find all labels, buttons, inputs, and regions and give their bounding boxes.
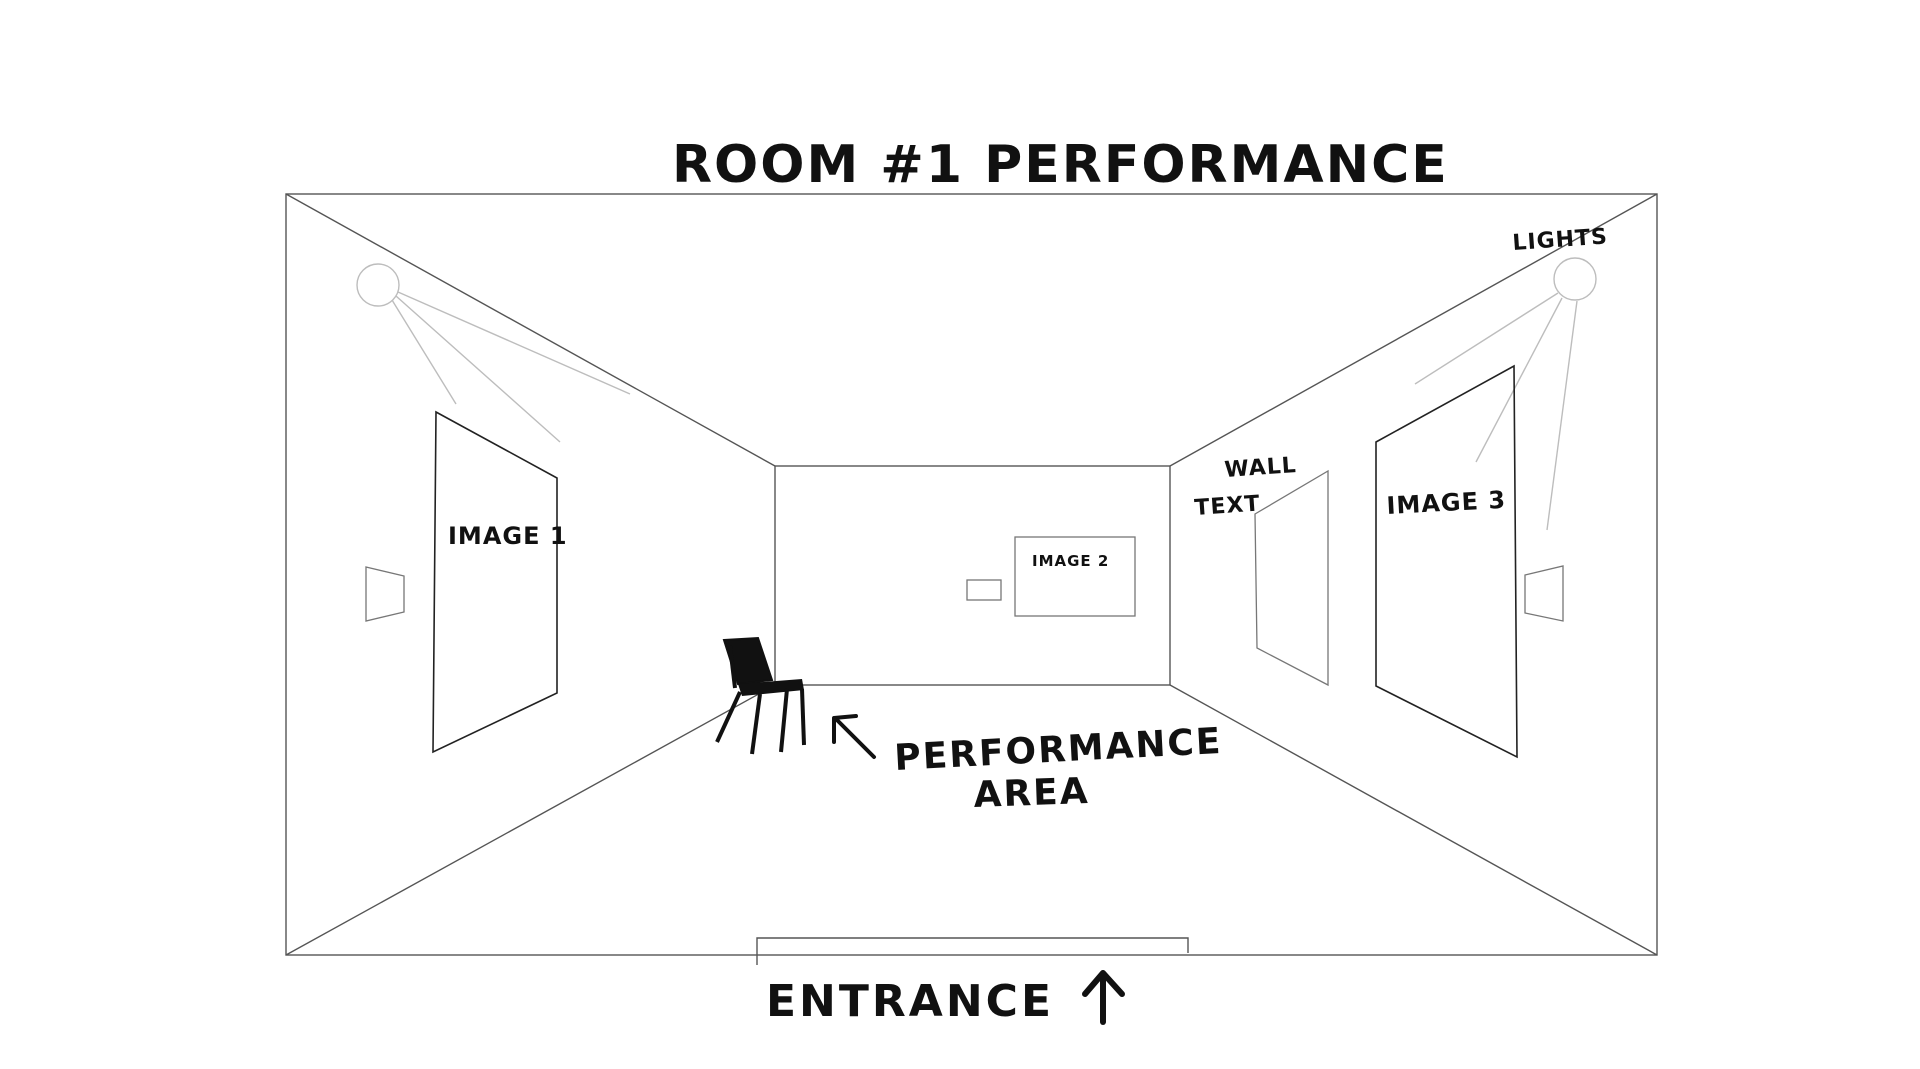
floor-edge-left xyxy=(285,684,776,956)
image2-frame xyxy=(1014,536,1136,617)
image1-label: IMAGE 1 xyxy=(448,522,568,550)
image2-wall-text xyxy=(966,579,1002,601)
wall-text-label-line2: TEXT xyxy=(1194,491,1262,521)
ceiling-edge-right xyxy=(1169,193,1658,467)
entrance-label: ENTRANCE xyxy=(766,976,1054,1027)
diagram-title: ROOM #1 PERFORMANCE xyxy=(672,135,1449,195)
lights-label: LIGHTS xyxy=(1512,224,1609,256)
performance-area-label-line2: AREA xyxy=(973,771,1090,816)
light-left-icon xyxy=(356,263,400,307)
image3-frame xyxy=(1375,364,1518,759)
light-right-icon xyxy=(1553,257,1597,301)
entrance-door xyxy=(756,937,1189,965)
light-left xyxy=(356,263,631,443)
image3-label: IMAGE 3 xyxy=(1386,486,1507,520)
back-wall xyxy=(774,465,1171,686)
performance-area-label-line1: PERFORMANCE xyxy=(893,721,1223,779)
performance-arrow-icon xyxy=(832,714,876,759)
wall-text-label-line1: WALL xyxy=(1224,453,1298,483)
ceiling-edge-left xyxy=(285,193,776,467)
wall-text-plaque-right xyxy=(1524,565,1564,622)
chair-icon xyxy=(715,636,806,755)
outer-room-frame xyxy=(285,193,1658,956)
image1-frame xyxy=(432,410,558,754)
light-right xyxy=(1414,257,1597,531)
wall-text-plaque-left xyxy=(365,566,405,622)
floor-edge-right xyxy=(1169,684,1658,956)
wall-text-panel xyxy=(1254,469,1329,687)
entrance-arrow-icon xyxy=(1082,970,1125,1025)
image2-label: IMAGE 2 xyxy=(1032,552,1109,570)
